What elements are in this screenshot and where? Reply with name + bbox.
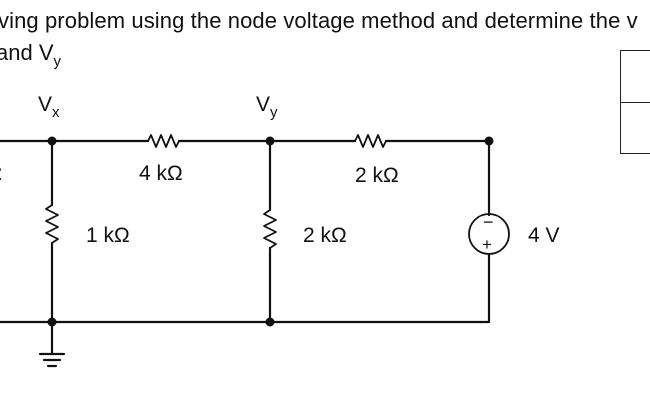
resistor-4k xyxy=(147,134,180,148)
answer-table-divider xyxy=(621,102,650,103)
left-edge-fragment: : xyxy=(0,162,3,185)
resistor-2k-shunt xyxy=(263,209,277,249)
resistor-1k xyxy=(45,204,59,244)
answer-table xyxy=(620,50,650,154)
label-2k-shunt: 2 kΩ xyxy=(303,224,347,247)
node-label-vy: Vy xyxy=(256,93,278,121)
label-4v: 4 V xyxy=(528,224,560,247)
node-label-vy-main: V xyxy=(256,93,270,116)
node-label-vx-sub: x xyxy=(52,104,60,121)
node-label-vx: Vx xyxy=(38,93,60,121)
source-plus-sign: + xyxy=(482,235,492,254)
resistor-2k-series xyxy=(354,134,387,148)
question-text-line-1: ving problem using the node voltage meth… xyxy=(0,8,638,33)
node-dot-vx xyxy=(47,136,57,146)
label-2k-series: 2 kΩ xyxy=(355,164,399,187)
node-label-vy-sub: y xyxy=(270,104,278,121)
question-text-line-2: and Vy xyxy=(0,40,61,70)
node-dot-source-top xyxy=(484,136,494,146)
label-1k: 1 kΩ xyxy=(86,224,130,247)
question-text-line-2-prefix: and V xyxy=(0,40,54,65)
question-text-line-2-subscript: y xyxy=(53,53,62,70)
label-4k: 4 kΩ xyxy=(139,162,183,185)
node-dot-bottom-mid xyxy=(265,317,275,327)
node-dot-ground xyxy=(47,317,57,327)
node-dot-vy xyxy=(265,136,275,146)
source-minus-sign: − xyxy=(483,212,494,232)
node-label-vx-main: V xyxy=(38,93,52,116)
